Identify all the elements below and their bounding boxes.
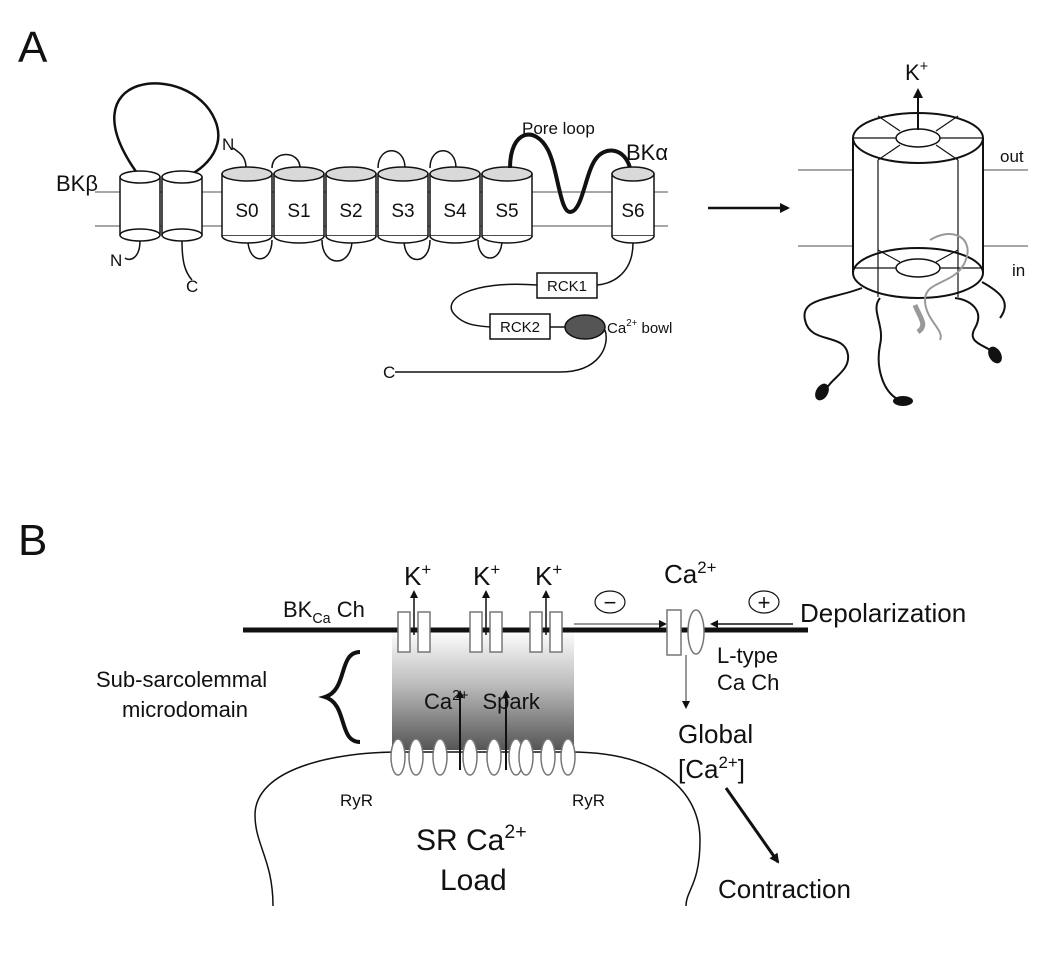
segment-s4-label: S4 [443, 201, 467, 222]
alpha-c-terminus: C [383, 363, 395, 382]
pore-loop [508, 132, 632, 215]
contraction-label: Contraction [718, 874, 851, 904]
rck1-label: RCK1 [547, 278, 587, 295]
rck2-label: RCK2 [500, 319, 540, 336]
panel-b-label: B [18, 516, 47, 565]
minus-sign [594, 590, 626, 614]
load-label: Load [440, 864, 507, 897]
depolarization-label: Depolarization [800, 598, 966, 628]
beta-extracellular-loop [113, 82, 220, 179]
panel-b: B K+ K+ K+ BKCa Ch − [18, 516, 966, 907]
k-label-2: K+ [473, 560, 500, 591]
beta-tm2-cylinder [161, 176, 203, 236]
bk-beta-label: BKβ [56, 171, 98, 196]
microdomain-brace [318, 650, 361, 744]
segment-s3: S3 [377, 166, 429, 244]
contraction-arrow [724, 787, 780, 864]
bk-alpha-subunit: N S0 S1 S2 [221, 119, 672, 382]
tetramer-k-label: K+ [905, 59, 928, 85]
beta-c-terminus: C [186, 277, 198, 296]
minus-text: − [604, 590, 617, 615]
ca-bowl [564, 314, 606, 340]
tetramer-channel: K+ out in [798, 59, 1028, 406]
segment-s4: S4 [429, 166, 481, 244]
segment-s0-label: S0 [235, 201, 258, 222]
bkca-channel-label: BKCa Ch [283, 597, 365, 627]
plus-text: + [758, 590, 771, 615]
bk-channel-3 [529, 590, 563, 653]
bk-channel-2 [469, 590, 503, 653]
microdomain-label: microdomain [122, 697, 248, 722]
bk-beta-subunit: BKβ N C [56, 82, 220, 296]
ca-entry-label: Ca2+ [664, 558, 717, 589]
beta-tm1-cylinder [119, 176, 161, 236]
sub-sarcolemmal-label: Sub-sarcolemmal [96, 667, 267, 692]
segment-s2: S2 [325, 166, 377, 244]
segment-s6: S6 [611, 166, 655, 244]
k-label-3: K+ [535, 560, 562, 591]
segment-s5: S5 [481, 166, 533, 244]
l-type-label-line1: L-type [717, 643, 778, 668]
segment-s5-label: S5 [495, 201, 518, 222]
global-ca-label: [Ca2+] [678, 753, 745, 784]
segment-s6-label: S6 [621, 201, 644, 222]
segment-s2-label: S2 [339, 201, 362, 222]
alpha-n-terminus: N [222, 135, 234, 154]
rck1-box [536, 272, 598, 299]
segment-s3-label: S3 [391, 201, 414, 222]
ryr-label-left: RyR [340, 791, 373, 810]
segment-s1-label: S1 [287, 201, 310, 222]
global-label: Global [678, 719, 753, 749]
ryr-cluster [390, 738, 576, 776]
beta-n-terminus: N [110, 251, 122, 270]
bk-alpha-label: BKα [626, 140, 668, 165]
l-type-label-line2: Ca Ch [717, 670, 779, 695]
panel-a-label: A [18, 23, 48, 72]
k-label-1: K+ [404, 560, 431, 591]
panel-a: A BKβ N C [18, 23, 1028, 406]
sr-ca-load-label: SR Ca2+ [416, 821, 527, 857]
ryr-label-right: RyR [572, 791, 605, 810]
plus-sign [748, 590, 780, 614]
pore-loop-label: Pore loop [522, 119, 595, 138]
in-label: in [1012, 261, 1025, 280]
out-label: out [1000, 147, 1024, 166]
ca-spark-label: Ca2+Spark [424, 688, 541, 714]
bk-channel-1 [397, 590, 431, 653]
l-type-ca-channel [666, 609, 705, 656]
segment-s0: S0 [221, 166, 273, 244]
ca-bowl-label: Ca2+ bowl [607, 318, 672, 337]
segment-s1: S1 [273, 166, 325, 244]
